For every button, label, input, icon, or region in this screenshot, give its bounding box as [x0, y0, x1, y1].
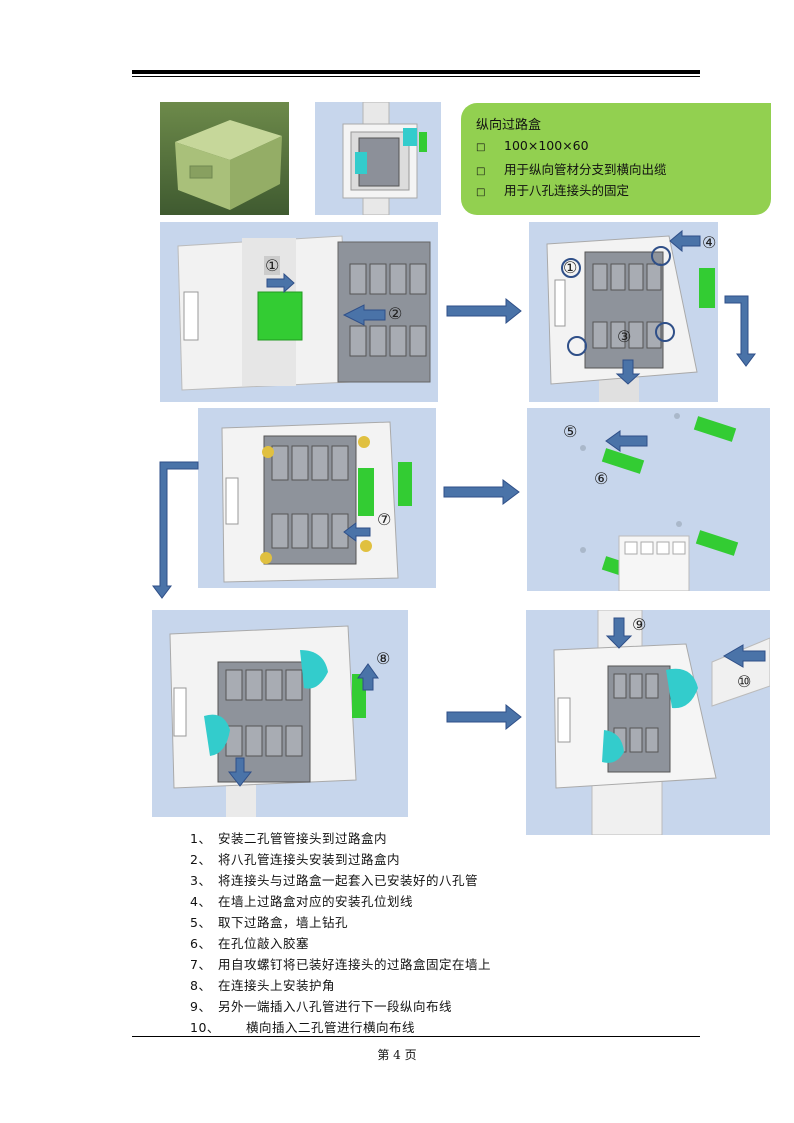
- step-render-5: [152, 610, 408, 817]
- flow-arrow-down-icon: [724, 295, 756, 367]
- marker-4: ④: [702, 233, 717, 252]
- step-item: 3、将连接头与过路盒一起套入已安装好的八孔管: [190, 873, 479, 888]
- info-item: □用于八孔连接头的固定: [476, 183, 630, 198]
- arrow-down-icon: [227, 757, 253, 787]
- square-bullet-icon: □: [476, 166, 486, 177]
- step-render-4: [527, 408, 770, 591]
- arrow-left-icon: [669, 229, 701, 253]
- marker-1: ①: [264, 256, 281, 275]
- footer-rule: [132, 1036, 700, 1037]
- arrow-up-icon: [357, 663, 379, 691]
- box-render-small: [315, 102, 441, 215]
- marker-10: ⑩: [737, 672, 752, 691]
- header-rule-thick: [132, 70, 700, 74]
- step-item: 2、将八孔管连接头安装到过路盒内: [190, 852, 401, 867]
- product-photo: [160, 102, 289, 215]
- flow-arrow-down-icon: [152, 461, 199, 599]
- marker-8: ⑧: [376, 649, 391, 668]
- flow-arrow-right-icon: [446, 297, 522, 325]
- arrow-right-icon: [266, 272, 295, 294]
- step-item: 5、取下过路盒，墙上钻孔: [190, 915, 349, 930]
- marker-5: ⑤: [563, 422, 578, 441]
- arrow-left-icon: [343, 522, 371, 542]
- step-render-1: [160, 222, 438, 402]
- flow-arrow-right-icon: [443, 479, 520, 505]
- step-item: 10、横向插入二孔管进行横向布线: [190, 1020, 416, 1035]
- info-box: [461, 103, 771, 215]
- step-render-2: [529, 222, 718, 402]
- square-bullet-icon: □: [476, 142, 486, 153]
- marker-1b: ①: [563, 258, 578, 277]
- arrow-down-icon: [605, 617, 633, 649]
- arrow-left-icon: [605, 430, 648, 452]
- flow-arrow-right-icon: [446, 703, 522, 731]
- arrow-down-icon: [615, 359, 641, 385]
- info-item: □用于纵向管材分支到横向出缆: [476, 162, 667, 177]
- page-number: 第 4 页: [377, 1048, 417, 1062]
- step-render-3: [198, 408, 436, 588]
- step-item: 4、在墙上过路盒对应的安装孔位划线: [190, 894, 414, 909]
- square-bullet-icon: □: [476, 187, 486, 198]
- step-item: 8、在连接头上安装护角: [190, 978, 336, 993]
- header-rule-thin: [132, 76, 700, 77]
- arrow-left-icon: [723, 644, 766, 668]
- marker-6: ⑥: [594, 469, 609, 488]
- step-item: 1、安装二孔管管接头到过路盒内: [190, 831, 388, 846]
- step-item: 6、在孔位敲入胶塞: [190, 936, 310, 951]
- step-item: 9、另外一端插入八孔管进行下一段纵向布线: [190, 999, 453, 1014]
- marker-7: ⑦: [377, 510, 392, 529]
- arrow-left-icon: [342, 304, 386, 326]
- info-title: 纵向过路盒: [476, 118, 542, 133]
- step-render-6: [526, 610, 770, 835]
- step-item: 7、用自攻螺钉将已装好连接头的过路盒固定在墙上: [190, 957, 492, 972]
- info-item: □100×100×60: [476, 138, 589, 153]
- marker-9: ⑨: [632, 615, 647, 634]
- marker-2: ②: [388, 304, 403, 323]
- marker-3: ③: [617, 327, 632, 346]
